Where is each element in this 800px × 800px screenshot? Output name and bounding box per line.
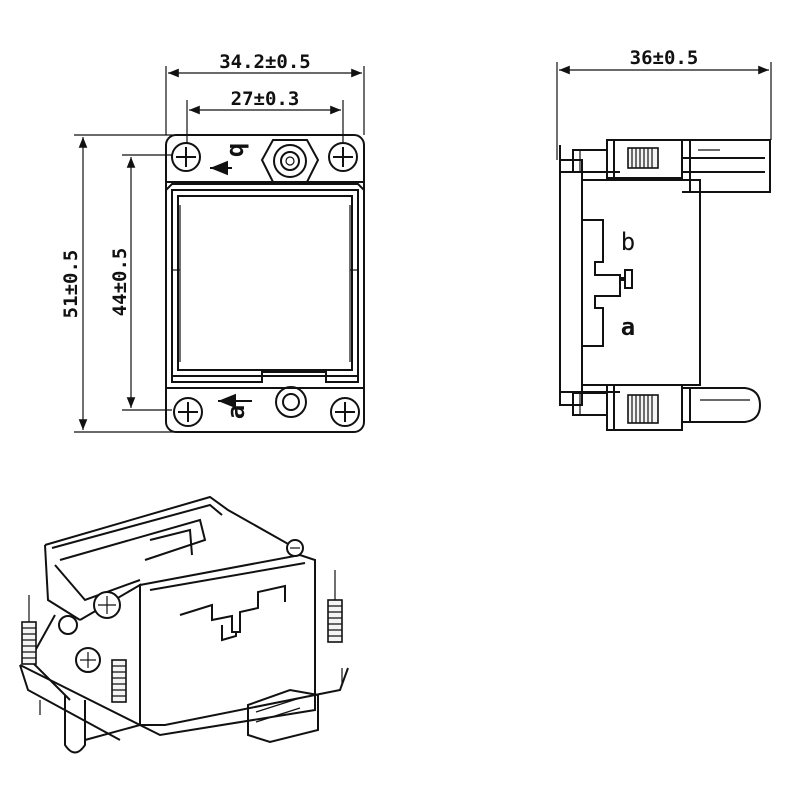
dimension-overall-width: 34.2±0.5	[165, 51, 365, 135]
iso-stud-icon-left	[21, 595, 41, 715]
dimension-hole-spacing: 27±0.3	[186, 88, 344, 145]
screw-icon-top-right	[328, 142, 358, 172]
marker-b-label: b	[224, 143, 252, 157]
coding-nut-icon	[260, 139, 320, 183]
coding-slot	[582, 219, 633, 347]
dimension-side-width: 36±0.5	[556, 47, 772, 160]
dimension-label-inner-height: 44±0.5	[109, 248, 131, 317]
iso-screw-icon-2	[75, 647, 101, 673]
guide-bracket-top	[682, 139, 771, 193]
marker-a: a	[218, 393, 252, 419]
dimension-overall-height: 51±0.5	[60, 134, 175, 433]
isometric-view	[19, 495, 349, 754]
dimension-label-overall-width: 34.2±0.5	[219, 51, 311, 73]
iso-stud-icon-center	[111, 659, 127, 703]
iso-guide-pin	[64, 695, 86, 754]
side-view: 36±0.5	[556, 47, 772, 431]
dimension-inner-height: 44±0.5	[109, 154, 172, 411]
side-housing	[559, 139, 701, 431]
dimension-label-side-width: 36±0.5	[630, 47, 699, 69]
side-marker-b-label: b	[621, 228, 635, 256]
iso-connector-block	[247, 688, 319, 744]
marker-a-label: a	[222, 405, 250, 419]
thread-icon-bottom	[627, 394, 659, 424]
coding-pin-icon	[275, 386, 307, 418]
marker-b: b	[210, 143, 252, 176]
iso-stud-icon-right	[327, 570, 343, 685]
guide-pin-bottom	[681, 387, 762, 423]
screw-icon-bottom-left	[173, 397, 203, 427]
dimension-label-hole-spacing: 27±0.3	[231, 88, 300, 110]
iso-screw-icon-1	[93, 591, 121, 619]
front-housing	[165, 134, 365, 433]
side-marker-a-label: a	[621, 313, 635, 341]
dimension-label-overall-height: 51±0.5	[60, 250, 82, 319]
screw-icon-bottom-right	[330, 397, 360, 427]
front-view: 34.2±0.5 27±0.3 51±0.5 44±0.5	[60, 51, 365, 433]
thread-icon-top	[627, 147, 659, 169]
screw-icon-top-left	[171, 142, 201, 172]
iso-screw-icon-3	[286, 539, 304, 557]
